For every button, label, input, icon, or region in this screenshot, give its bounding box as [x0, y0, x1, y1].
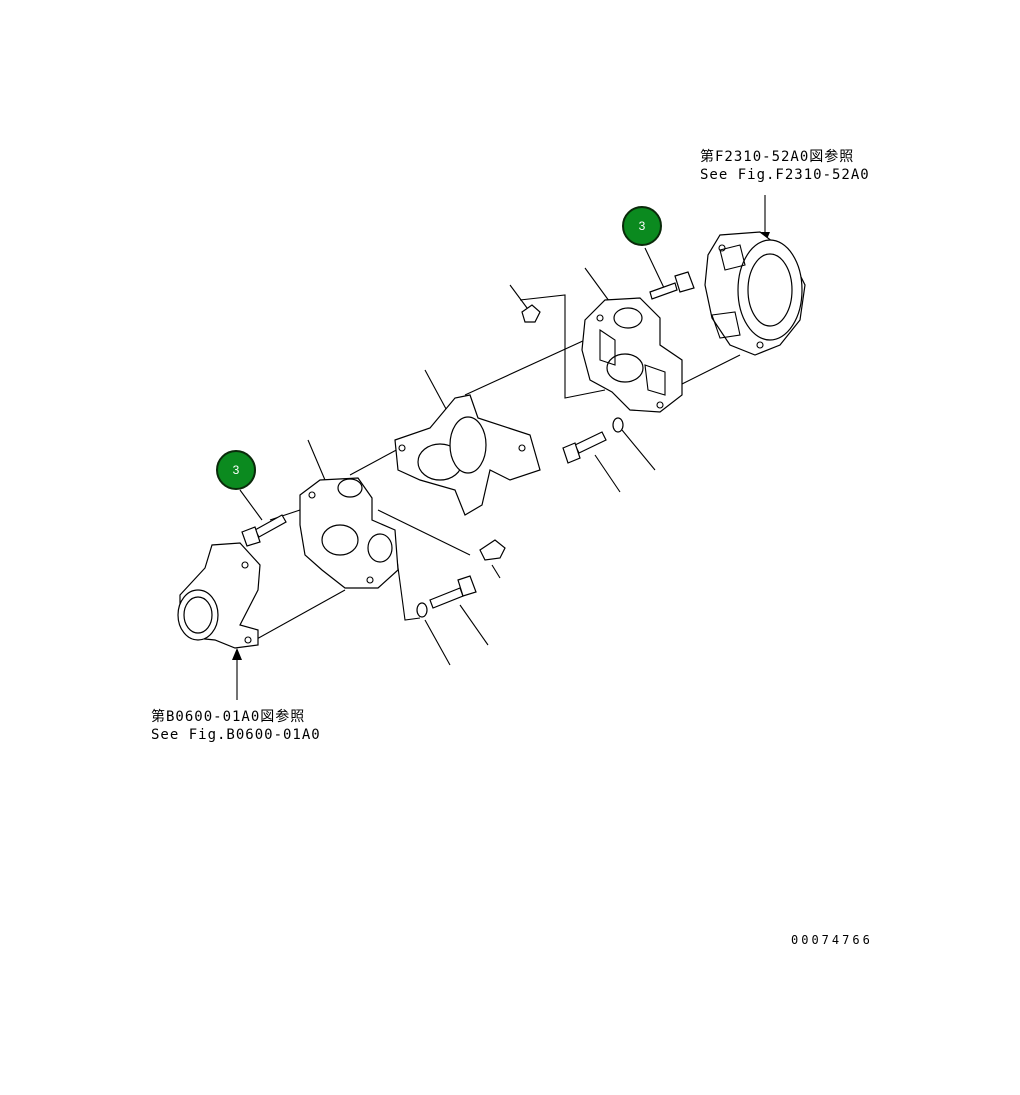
- reference-bottom-english: See Fig.B0600-01A0: [151, 727, 321, 743]
- callout-badge-top[interactable]: 3: [622, 206, 662, 246]
- bolt-lower-right: [416, 575, 477, 618]
- slip-yoke-center: [394, 394, 541, 516]
- reference-label-bottom: 第B0600-01A0図参照 See Fig.B0600-01A0: [151, 708, 321, 744]
- spider-upper: [581, 297, 683, 413]
- callout-left-number: 3: [232, 463, 240, 477]
- grease-fitting-lower: [479, 539, 506, 561]
- companion-flange-bottom: [177, 542, 261, 649]
- leader-lines: [232, 195, 770, 700]
- reference-label-top: 第F2310-52A0図参照 See Fig.F2310-52A0: [700, 148, 870, 184]
- companion-flange-top: [704, 231, 806, 356]
- callout-badge-left[interactable]: 3: [216, 450, 256, 490]
- reference-bottom-japanese: 第B0600-01A0図参照: [151, 709, 306, 725]
- reference-top-japanese: 第F2310-52A0図参照: [700, 149, 855, 165]
- bolt-lower-left: [241, 514, 287, 547]
- spider-lower: [299, 477, 399, 589]
- bolt-middle: [562, 417, 624, 464]
- callout-top-number: 3: [638, 219, 646, 233]
- bolt-upper: [649, 271, 695, 300]
- grease-fitting-upper: [521, 304, 541, 323]
- reference-top-english: See Fig.F2310-52A0: [700, 167, 870, 183]
- drawing-number: 00074766: [791, 933, 873, 947]
